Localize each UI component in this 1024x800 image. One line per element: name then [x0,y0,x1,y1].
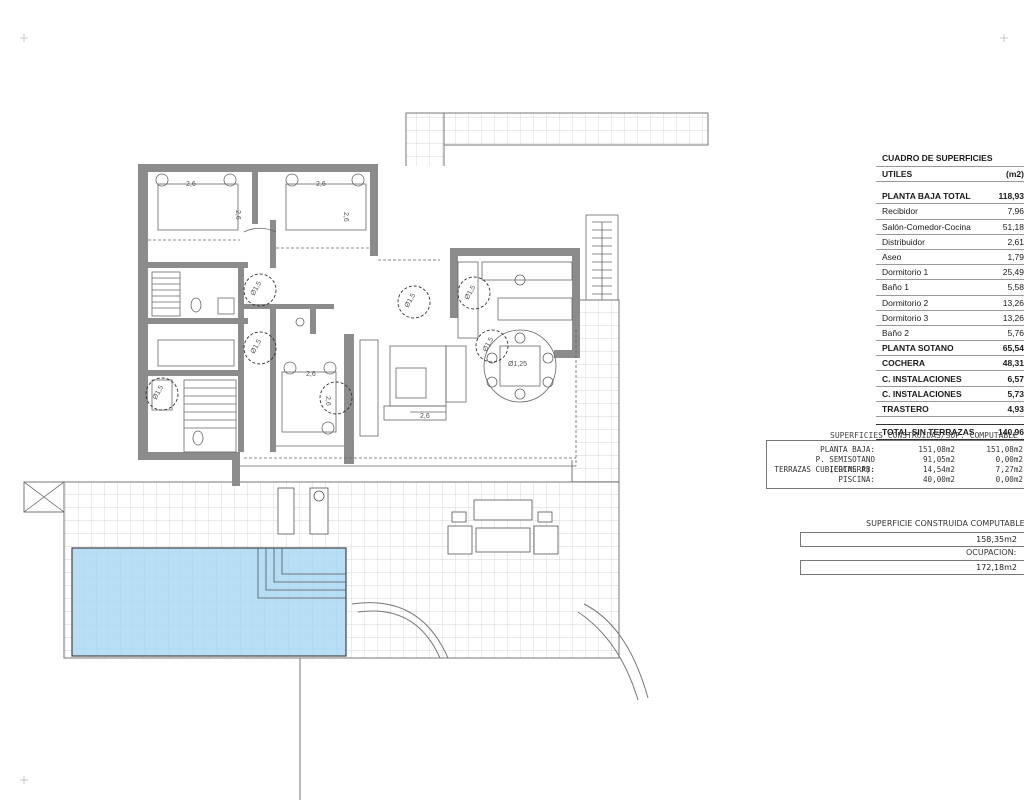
surface-row: Dormitorio 2 13,26 [876,296,1024,311]
surface-row-label: Recibidor [882,206,918,217]
surface-row-label: PLANTA BAJA TOTAL [882,191,971,202]
surface-row-value: 51,18 [1002,221,1024,232]
surface-table-total-row: TOTAL SIN TERRAZAS 140,96 [876,424,1024,441]
constructed-row: PLANTA BAJA: 151,08m2 151,08m2 [767,445,1024,455]
surface-row-value: 13,26 [1002,312,1024,323]
constructed-label: TERRAZAS CUBIERTAS PB: [774,465,875,474]
surface-row-value: 4,93 [1007,403,1024,414]
occupation-value: 172,18m2 [976,563,1017,572]
constructed-built: 151,08m2 [918,445,955,454]
garden-curves [351,602,649,701]
surface-row-label: PLANTA SOTANO [882,343,954,354]
surface-row: Recibidor 7,96 [876,204,1024,220]
surface-row-value: 118,93 [998,191,1024,202]
computable-title: SUPERFICIE CONSTRUIDA COMPUTABLE: [866,519,1024,528]
living-kitchen [240,259,577,467]
surface-row-value: 65,54 [1002,343,1024,354]
building-walls [138,164,580,486]
surface-row-label: COCHERA [882,358,925,369]
surface-row-label: Baño 2 [882,327,909,338]
surface-row-label: Aseo [882,252,902,263]
computable-value-box: 158,35m2 [800,532,1024,547]
dim-label: 2,6 [316,181,326,188]
occupation-value-box: 172,18m2 [800,560,1024,575]
surface-row-value: 5,76 [1007,327,1024,338]
surface-table: CUADRO DE SUPERFICIES UTILES (m2) PLANTA… [876,149,1024,441]
bathrooms [151,271,305,453]
bedroom-1 [276,361,344,447]
surface-row-label: Baño 1 [882,282,909,293]
surface-row-label: Distribuidor [882,236,925,247]
constructed-label: PLANTA BAJA: [820,445,875,454]
surface-row: Distribuidor 2,61 [876,235,1024,250]
registration-marks [20,34,1008,784]
dim-label: 2,6 [342,212,349,222]
bedrooms-2-3 [148,173,370,249]
constructed-row: P. SEMISOTANO (COCHERA): 91,05m2 0,00m2 [767,455,1024,474]
turning-circles [145,273,509,415]
surface-row: COCHERA 48,31 [876,356,1024,372]
surface-row-value: 25,49 [1002,267,1024,278]
surface-row-value: 7,96 [1007,206,1024,217]
surface-row: C. INSTALACIONES 6,57 [876,371,1024,387]
constructed-computable: 7,27m2 [995,465,1023,474]
dim-label: Ø1,25 [508,361,527,368]
dim-label: 2,6 [324,396,331,406]
surface-row: Baño 2 5,76 [876,326,1024,342]
constructed-label: PISCINA: [838,475,875,484]
dim-label: 2,6 [186,181,196,188]
surface-row: Salón-Comedor-Cocina 51,18 [876,220,1024,235]
terrace-furniture [277,487,559,555]
dim-label: 2,6 [234,210,241,220]
surface-row-label: Dormitorio 3 [882,312,929,323]
surface-row-value: 6,57 [1007,373,1024,384]
occupation-title: OCUPACION: [966,548,1017,557]
surface-row: Aseo 1,79 [876,250,1024,266]
surface-row-label: C. INSTALACIONES [882,388,962,399]
surface-row-value: 48,31 [1002,358,1024,369]
constructed-title: SUPERFICIES CONSTRUIDAS/SUP. COMPUTABLE [830,431,1018,440]
constructed-computable: 151,08m2 [986,445,1023,454]
surface-table-title: CUADRO DE SUPERFICIES [876,149,1024,167]
surface-row: C. INSTALACIONES 5,73 [876,387,1024,402]
surface-row-value: 2,61 [1007,236,1024,247]
surface-row-label: Dormitorio 2 [882,297,929,308]
surface-row: Dormitorio 3 13,26 [876,311,1024,326]
surface-row: PLANTA SOTANO 65,54 [876,341,1024,357]
surface-row: TRASTERO 4,93 [876,402,1024,417]
surface-row: PLANTA BAJA TOTAL 118,93 [876,189,1024,205]
surface-row-label: TRASTERO [882,403,929,414]
surface-row: Baño 1 5,58 [876,280,1024,296]
constructed-row: TERRAZAS CUBIERTAS PB: 14,54m2 7,27m2 [767,465,1024,475]
constructed-built: 14,54m2 [922,465,955,474]
constructed-built: 91,05m2 [922,455,955,464]
constructed-computable: 0,00m2 [995,475,1023,484]
surface-row-value: 5,73 [1007,388,1024,399]
constructed-label: P. SEMISOTANO (COCHERA): [815,455,875,474]
surface-row-label: Salón-Comedor-Cocina [882,221,971,232]
surface-row-label: Dormitorio 1 [882,267,929,278]
dim-label: 2,6 [420,413,430,420]
dim-label: 2,6 [306,371,316,378]
surface-row-value: 13,26 [1002,297,1024,308]
surface-row-label: C. INSTALACIONES [882,373,962,384]
constructed-row: PISCINA: 40,00m2 0,00m2 [767,475,1024,485]
computable-value: 158,35m2 [976,535,1017,544]
constructed-built: 40,00m2 [922,475,955,484]
constructed-computable: 0,00m2 [995,455,1023,464]
surface-row: Dormitorio 1 25,49 [876,265,1024,281]
pool [71,547,347,657]
surface-table-units-row: UTILES (m2) [876,167,1024,183]
surface-row-value: 1,79 [1007,252,1024,263]
surface-row-value: 5,58 [1007,282,1024,293]
